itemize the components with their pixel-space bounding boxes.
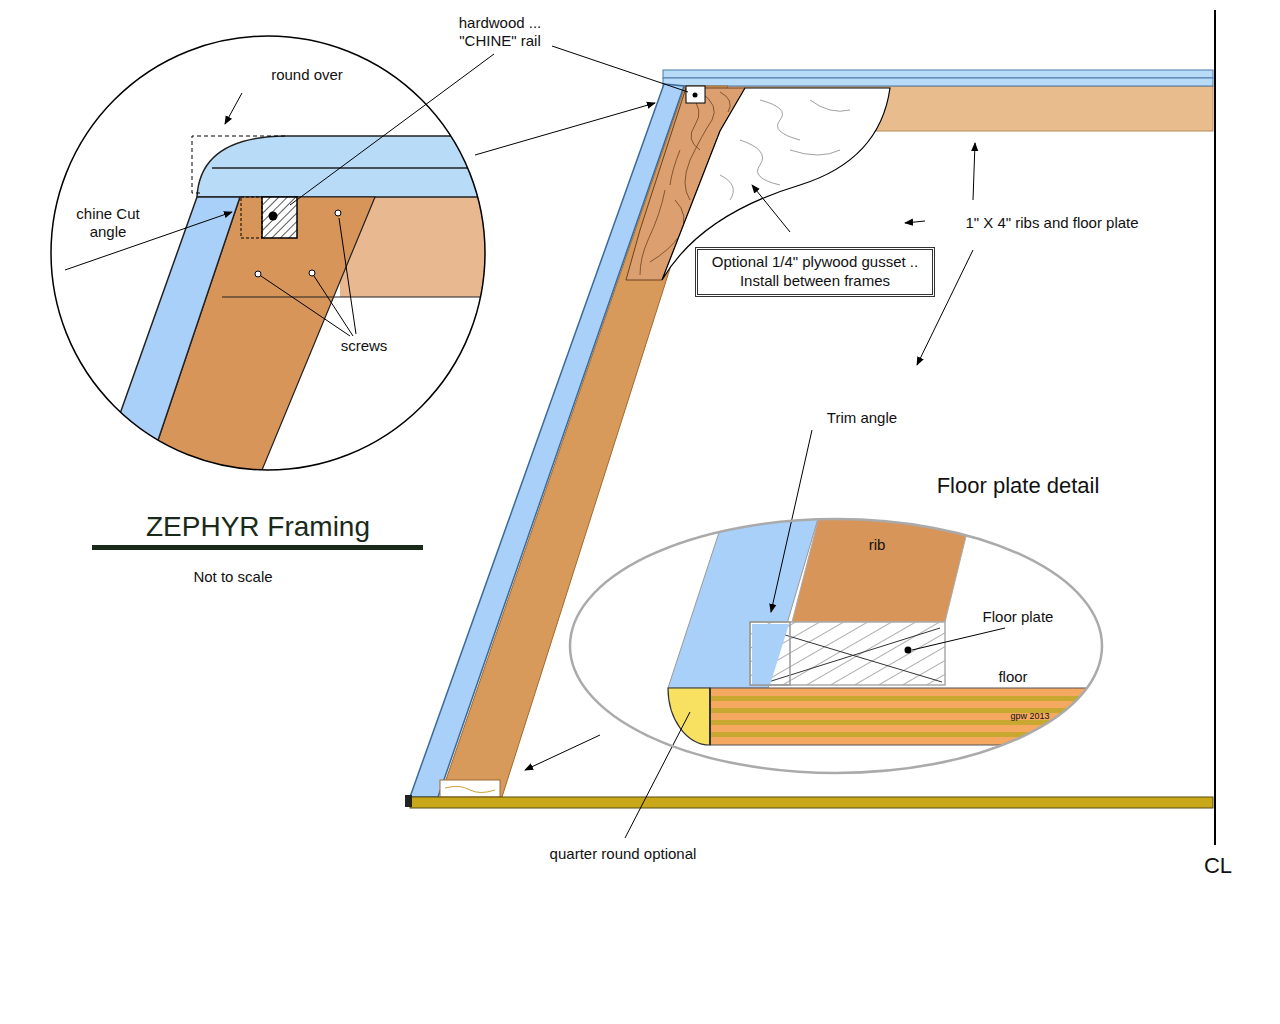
leader-lines [65, 46, 1005, 838]
floor-plate-end [440, 780, 500, 797]
cut-angle-label: chine Cut angle [68, 205, 148, 241]
deck-detail [197, 136, 500, 197]
quarter-round [668, 688, 710, 745]
detail-heading: Floor plate detail [937, 473, 1100, 499]
chine-rail-label: hardwood ... "CHINE" rail [444, 14, 556, 50]
floor-layers [710, 688, 1090, 745]
chine-detail [100, 136, 500, 470]
centerline [1214, 10, 1216, 845]
cut-angle [241, 197, 262, 238]
trim-angle [752, 624, 789, 685]
chine-screw [693, 93, 698, 98]
rib-label: rib [869, 536, 886, 554]
floor-plate-label: Floor plate [983, 608, 1054, 626]
screw [335, 210, 341, 216]
floor-plate-block [750, 622, 945, 685]
chine-bolt [269, 212, 278, 221]
trim-outline [750, 622, 790, 685]
floor [410, 797, 1213, 808]
cross-line [765, 628, 940, 683]
rib-edge [222, 296, 500, 297]
floor-plate-detail [668, 505, 1090, 745]
deck-seam [212, 167, 500, 169]
rib-size-label: 1" X 4" ribs and floor plate [965, 214, 1138, 232]
floor-label: floor [998, 668, 1027, 686]
scale-note: Not to scale [193, 568, 272, 586]
plate-screw [905, 647, 912, 654]
detail-circle [51, 36, 485, 470]
trim-angle-label: Trim angle [827, 409, 897, 427]
deck-plank [663, 78, 1213, 86]
round-over-label: round over [271, 66, 343, 84]
title-underline [92, 545, 423, 550]
watermark: gpw 2013 [1010, 711, 1049, 722]
deck-plank [663, 70, 1213, 78]
floor-edge [405, 795, 412, 807]
centerline-label: CL [1204, 853, 1232, 879]
detail-ellipse: Floor plate detail [569, 518, 1103, 774]
chine-rail [686, 86, 705, 103]
screw [309, 270, 315, 276]
grain [445, 786, 495, 792]
diagram-title: ZEPHYR Framing [146, 510, 370, 544]
ellipse-outline [569, 518, 1103, 774]
quarter-round-label: quarter round optional [550, 845, 697, 863]
note-box: Optional 1/4" plywood gusset .. Install … [695, 247, 935, 297]
note-text: Optional 1/4" plywood gusset .. Install … [704, 253, 926, 291]
screw [255, 271, 261, 277]
main-frame [405, 10, 1215, 845]
gusset-grain [720, 100, 850, 200]
screws-label: screws [341, 337, 388, 355]
round-over-outline [192, 136, 285, 193]
floor-edge [709, 688, 711, 745]
rib-detail [792, 505, 970, 622]
